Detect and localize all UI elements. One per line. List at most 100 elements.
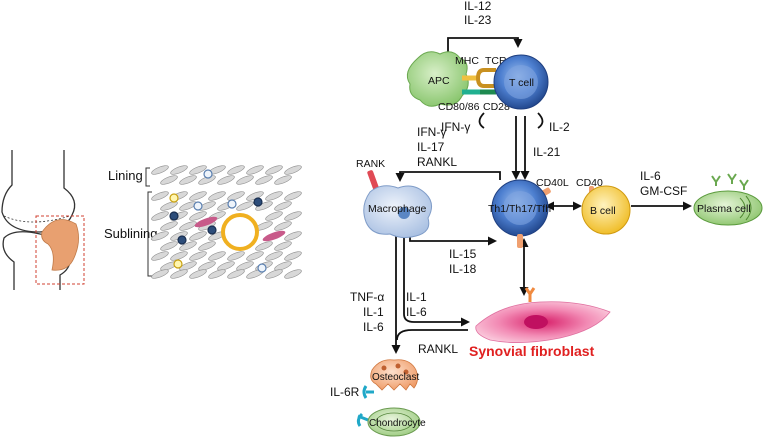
antibody-icon-1 [711, 175, 721, 186]
plasma-body [693, 190, 763, 226]
th-cell: CD40L Th1/Th17/Tfh [488, 177, 569, 248]
macrophage: RANK Macrophage [356, 158, 432, 239]
osteoclast-nucleus-3 [403, 369, 409, 375]
tcell: T cell [493, 54, 549, 110]
tcell-label: T cell [509, 77, 534, 89]
stromal-cell [208, 191, 226, 201]
stromal-cell [284, 231, 302, 241]
il2-autocrine-label: IL-2 [549, 120, 570, 134]
macrophage-to-th-arrow [409, 234, 497, 246]
stromal-cell [217, 261, 235, 271]
plasma-er [739, 195, 752, 221]
immune-cell [169, 211, 179, 221]
osteoclast: Osteoclast IL-6R [330, 359, 419, 399]
stromal-cell [208, 251, 226, 261]
macrophage-label: Macrophage [368, 203, 427, 215]
ifng-autocrine-label: IFN-γ [441, 120, 470, 134]
stromal-cell [265, 211, 283, 221]
stromal-cell [179, 175, 197, 185]
lining-bracket [145, 167, 150, 187]
tissue-section: Lining Sublining [104, 165, 302, 279]
stromal-cell [189, 231, 207, 241]
macrophage-nucleus [398, 207, 410, 219]
fibroblast-nucleus [524, 315, 548, 329]
stromal-cell [160, 241, 178, 251]
th-to-mac-cytokine-3: RANKL [417, 155, 457, 169]
macrophage-to-fibroblast-arrow [403, 230, 470, 327]
fibroblast-receptor [524, 287, 536, 302]
immune-cell [253, 197, 263, 207]
stromal-cell [189, 251, 207, 261]
mac-right-cytokine-2: IL-6 [406, 305, 427, 319]
th-to-mac-cytokine-1b: IFN-γ [417, 125, 446, 139]
stromal-cell [227, 191, 245, 201]
b-to-plasma-cytokine-1: IL-6 [640, 169, 661, 183]
stromal-cell [151, 165, 169, 175]
chondrocyte-body [367, 407, 421, 437]
stromal-cell [179, 221, 197, 231]
il21-label: IL-21 [533, 145, 561, 159]
immune-cell [173, 259, 183, 269]
stromal-cell [284, 211, 302, 221]
antibody-icon-2 [727, 173, 737, 184]
th-nucleus [503, 191, 537, 225]
mac-right-cytokine-1: IL-1 [406, 290, 427, 304]
stromal-cell [236, 201, 254, 211]
stromal-cell [274, 175, 292, 185]
sublining-bracket [147, 191, 152, 277]
tcr-molecule [475, 68, 496, 88]
il2-loop-arrow [537, 112, 544, 129]
stromal-cell [151, 231, 169, 241]
stromal-cell [189, 191, 207, 201]
th-to-macrophage-arrow [395, 171, 501, 182]
immune-cell [177, 235, 187, 245]
stromal-cell [265, 269, 283, 279]
bcell-body [581, 185, 631, 235]
stromal-cell [227, 165, 245, 175]
mac-to-th-cytokine-2: IL-18 [449, 262, 477, 276]
stromal-cell [255, 241, 273, 251]
cd40-label: CD40 [576, 177, 603, 189]
rank-label: RANK [356, 158, 385, 170]
stromal-cell [217, 175, 235, 185]
apc-cell: APC [406, 51, 469, 107]
stromal-cell [265, 165, 283, 175]
joint-schematic [1, 150, 85, 290]
cd40l-label: CD40L [536, 177, 569, 189]
mac-left-cytokine-1: TNF-α [350, 290, 384, 304]
stromal-cell [265, 191, 283, 201]
chondrocyte-inner [375, 412, 413, 432]
stromal-cell [274, 241, 292, 251]
stromal-cell [189, 165, 207, 175]
stromal-cell [274, 261, 292, 271]
stromal-cell [170, 269, 188, 279]
immune-cell [169, 193, 179, 203]
stromal-cell [179, 241, 197, 251]
chondrocyte: Chondrocyte [356, 407, 426, 437]
cd80-label: CD80/86 [438, 101, 480, 113]
stromal-cell [274, 221, 292, 231]
osteoclast-nucleus-2 [395, 363, 401, 369]
stromal-cell [160, 175, 178, 185]
synovial-fibroblast: Synovial fibroblast [469, 287, 611, 359]
rankl-label: RANKL [418, 342, 458, 356]
stromal-cell [189, 211, 207, 221]
stromal-cell [246, 251, 264, 261]
immune-cell [207, 225, 217, 235]
th-to-mac-cytokine-2: IL-17 [417, 140, 445, 154]
il6r-receptor-chondrocyte [356, 412, 369, 427]
apc-to-tcell-arrow [447, 37, 523, 52]
plasma-cell: Plasma cell [693, 173, 763, 226]
th-cell-label: Th1/Th17/Tfh [488, 203, 551, 215]
osteoclast-nucleus-1 [381, 365, 387, 371]
upper-cartilage-line [3, 215, 71, 223]
mac-left-cytokine-2: IL-1 [363, 305, 384, 319]
stromal-cell [284, 251, 302, 261]
stromal-cell [179, 261, 197, 271]
b-to-plasma-cytokine-2: GM-CSF [640, 184, 687, 198]
stromal-cell [236, 175, 254, 185]
stromal-cell [265, 251, 283, 261]
stromal-cell [284, 165, 302, 175]
mac-left-cytokine-3: IL-6 [363, 320, 384, 334]
